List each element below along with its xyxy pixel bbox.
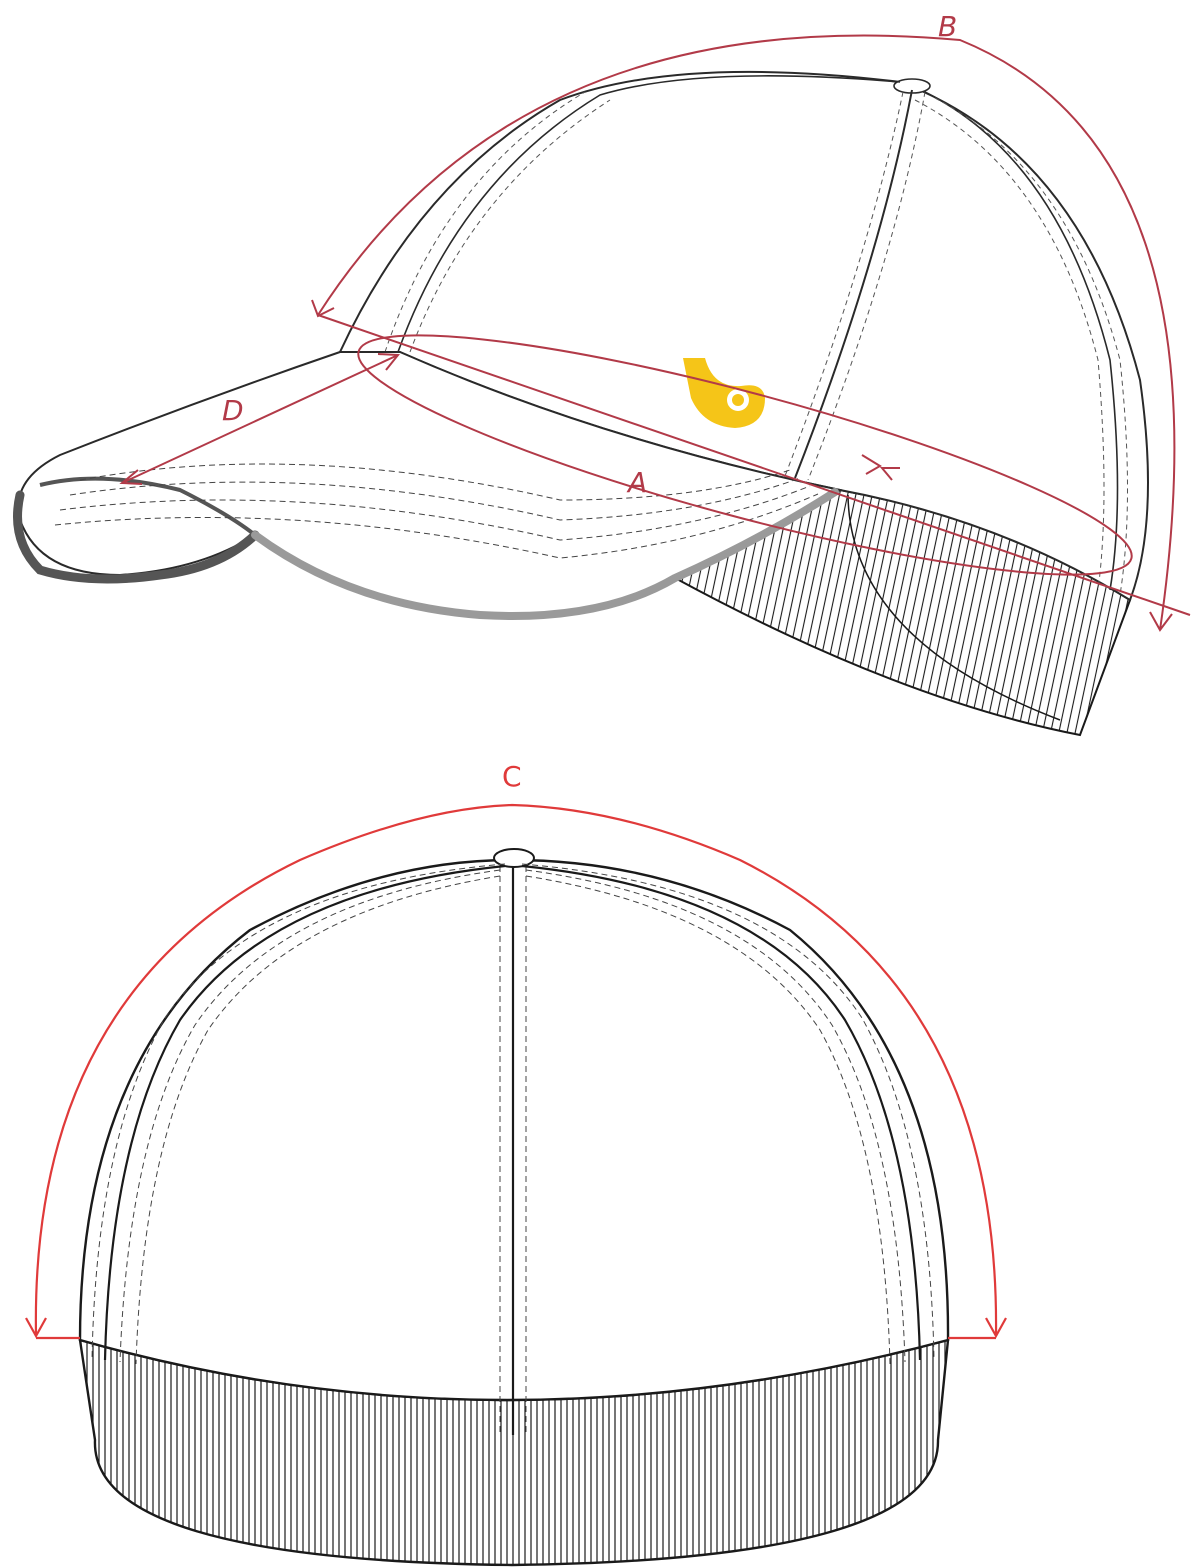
back-seam-left — [103, 864, 506, 1361]
measure-a-line — [317, 314, 1191, 616]
side-sweatband-curve — [847, 494, 1061, 721]
measure-c-arc — [34, 803, 998, 1336]
back-view-cap — [78, 848, 950, 1567]
label-c: C — [502, 760, 522, 793]
label-a: A — [626, 466, 647, 499]
measure-b-arc — [317, 34, 1176, 631]
side-seam-front — [397, 75, 901, 353]
back-measurements — [25, 803, 1007, 1340]
side-seam-back — [924, 91, 1119, 591]
measure-b-arrow-end — [1149, 611, 1173, 632]
side-measurements — [119, 34, 1191, 632]
measure-d-arrow-start — [119, 469, 143, 485]
side-view-cap — [13, 70, 1149, 737]
side-brim-edge — [13, 490, 260, 584]
measure-a-ellipse — [357, 334, 1133, 576]
label-b: B — [938, 10, 957, 43]
measure-c-arrow-start — [25, 1317, 47, 1339]
post-horn-icon — [683, 358, 765, 428]
measure-c-arrow-end — [985, 1317, 1007, 1339]
label-d: D — [222, 394, 244, 427]
side-seam-mid — [794, 89, 913, 479]
measure-d-line — [121, 354, 399, 484]
measure-d-arrow-end — [377, 353, 401, 371]
back-seam-right — [521, 864, 922, 1361]
